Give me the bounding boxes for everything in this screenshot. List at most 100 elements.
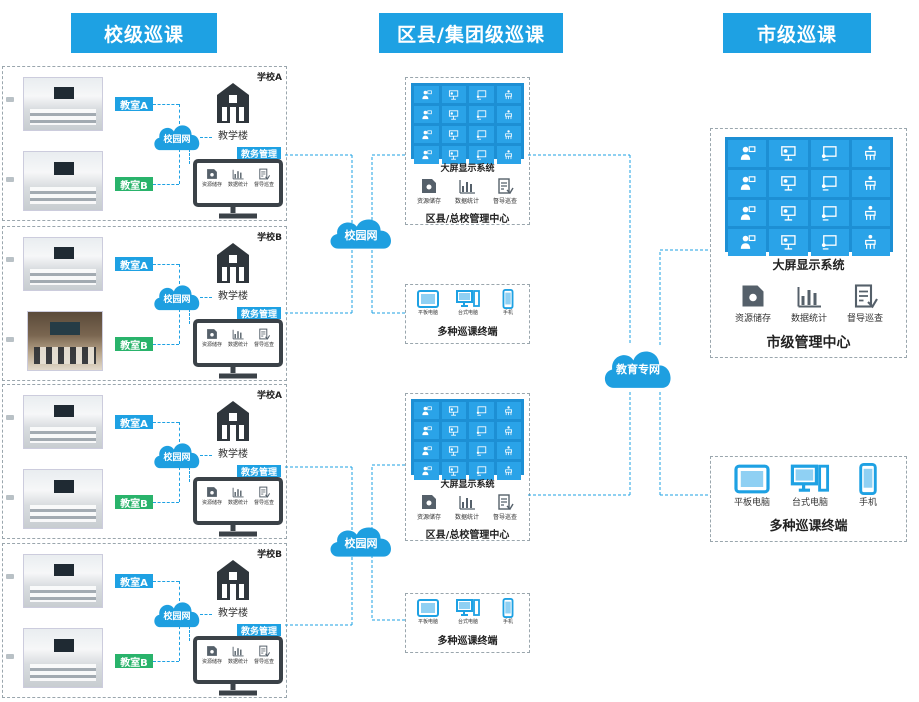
mini-feature-1: 数据统计 [225,644,251,665]
mini-feature-1: 数据统计 [448,176,486,205]
checklist-icon [486,176,524,196]
mini-feature-0: 资源储存 [199,485,225,506]
link-line [179,581,180,601]
link-line [179,467,180,502]
terminal-0: 平板电脑 [723,463,781,508]
building-icon [213,81,253,129]
mini-feature-label: 数据统计 [790,314,827,324]
whiteboard-icon [810,140,849,167]
podium-icon [496,442,521,460]
school-name: 学校B [257,550,282,560]
whiteboard-icon [810,229,849,257]
checklist-icon [251,644,277,658]
mini-feature-2: 督导巡查 [837,281,893,324]
podium-icon [496,126,521,144]
mini-feature-label: 资源储存 [201,500,222,506]
bar-chart-icon [448,176,486,196]
building-label: 教学楼 [218,608,248,619]
mini-feature-1: 数据统计 [448,492,486,521]
mini-feature-label: 数据统计 [227,659,248,665]
cloud-label: 校园网 [163,134,191,145]
desktop-icon [448,289,488,309]
classroom-photo-b [23,151,103,211]
big-screen-label: 大屏显示系统 [440,480,495,490]
monitor-icon: 资源储存数据统计督导巡查 [193,636,283,696]
mini-feature-label: 资源储存 [201,182,222,188]
mini-feature-label: 督导巡查 [492,514,517,521]
cloud-icon [151,279,203,313]
classroom-teacher-icon [414,146,439,164]
big-screen-grid [411,83,524,164]
building-label: 教学楼 [218,291,248,302]
mini-feature-2: 督导巡查 [486,492,524,521]
whiteboard-icon [469,402,494,420]
cloud-label: 教育专网 [616,363,660,376]
district-campus-cloud: 校园网 [326,520,396,560]
checklist-icon [251,167,277,181]
mini-feature-label: 资源储存 [416,198,441,205]
whiteboard-icon [469,442,494,460]
mini-feature-label: 数据统计 [227,500,248,506]
mini-feature-0: 资源储存 [410,176,448,205]
education-network-cloud: 教育专网 [600,342,676,392]
tablet-icon [723,463,781,495]
classroom-photo-b [23,628,103,688]
mini-feature-2: 督导巡查 [486,176,524,205]
camera-icon [6,415,14,420]
terminal-title: 多种巡课终端 [437,327,498,338]
podium-icon [496,462,521,480]
projector-icon [769,229,808,257]
terminal-1: 台式电脑 [448,598,488,625]
checklist-icon [837,281,893,311]
header-district-level: 区县/集团级巡课 [379,13,563,53]
bar-chart-icon [225,167,251,181]
projector-icon [441,106,466,124]
classroom-a-badge: 教室A [115,415,153,430]
storage-icon [199,167,225,181]
podium-icon [851,169,890,197]
bar-chart-icon [225,485,251,499]
link-line [189,149,190,164]
terminal-label: 平板电脑 [417,619,438,625]
big-screen-grid [725,137,893,257]
district-center-label: 区县/总校管理中心 [425,214,510,225]
whiteboard-icon [810,199,849,227]
mini-feature-label: 资源储存 [416,514,441,521]
classroom-a-badge: 教室A [115,97,153,112]
district-campus-cloud: 校园网 [326,212,396,252]
building-label: 教学楼 [218,449,248,460]
link-line [153,581,179,582]
whiteboard-icon [469,126,494,144]
terminal-label: 台式电脑 [791,498,828,508]
district-center-label: 区县/总校管理中心 [425,530,510,541]
building-label: 教学楼 [218,131,248,142]
terminal-label: 平板电脑 [417,310,438,316]
cloud-icon [600,342,676,392]
link-line [189,626,190,641]
campus-network-cloud: 校园网 [151,119,203,153]
storage-icon [725,281,781,311]
link-line [179,626,180,661]
link-line [153,264,179,265]
affairs-badge: 教务管理 [237,624,281,637]
camera-icon [6,177,14,182]
camera-icon [6,574,14,579]
link-line [189,309,190,324]
phone-icon [839,463,897,495]
classroom-a-badge: 教室A [115,257,153,272]
whiteboard-icon [469,462,494,480]
classroom-a-badge: 教室A [115,574,153,589]
big-screen-label: 大屏显示系统 [772,258,845,272]
classroom-b-badge: 教室B [115,337,153,352]
big-screen-grid [411,399,524,480]
mini-feature-label: 资源储存 [734,314,771,324]
mini-feature-0: 资源储存 [725,281,781,324]
terminal-label: 手机 [502,310,513,316]
mini-feature-label: 督导巡查 [846,314,883,324]
projector-icon [769,140,808,167]
cloud-label: 校园网 [163,294,191,305]
storage-icon [199,485,225,499]
storage-icon [410,176,448,196]
district-center-panel: 大屏显示系统资源储存数据统计督导巡查区县/总校管理中心 [405,77,530,225]
